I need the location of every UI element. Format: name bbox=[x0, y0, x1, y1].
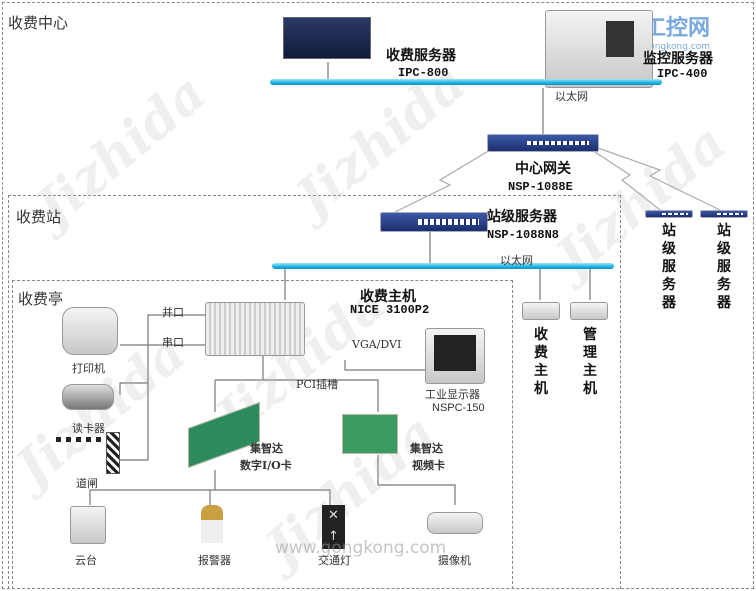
monitor-server-name: 监控服务器 bbox=[643, 51, 713, 67]
traffic-light-label: 交通灯 bbox=[318, 554, 351, 567]
station-server-model: NSP-1088N8 bbox=[487, 228, 560, 242]
zone-station bbox=[8, 195, 621, 589]
station-toll-host-image bbox=[522, 302, 560, 320]
station-mgmt-host-label: 管理主机 bbox=[583, 327, 597, 397]
booth-host-name: 收费主机 bbox=[360, 289, 416, 305]
card-reader-label: 读卡器 bbox=[72, 422, 105, 435]
display-image bbox=[425, 328, 485, 384]
traffic-light-image: ✕↑ bbox=[322, 505, 345, 549]
toll-server-name: 收费服务器 bbox=[386, 48, 456, 64]
station-mgmt-host-image bbox=[570, 302, 608, 320]
printer-image bbox=[62, 307, 118, 355]
booth-host-model: NICE 3100P2 bbox=[350, 303, 430, 317]
other-station-server-1-label: 站级服务器 bbox=[662, 223, 676, 311]
station-ethernet-label: 以太网 bbox=[500, 254, 533, 267]
center-ethernet-label: 以太网 bbox=[555, 90, 588, 103]
site-watermark: www.gongkong.com bbox=[275, 538, 447, 558]
gateway-name: 中心网关 bbox=[515, 161, 571, 177]
parallel-port-label: 并口 bbox=[162, 306, 184, 319]
other-station-server-2-image bbox=[700, 210, 748, 218]
station-ethernet-bus bbox=[272, 263, 614, 269]
monitor-server-model: IPC-400 bbox=[657, 67, 708, 81]
video-card-brand: 集智达 bbox=[410, 442, 443, 455]
booth-host-image bbox=[205, 302, 305, 356]
barrier-image bbox=[56, 437, 110, 442]
display-name: 工业显示器 bbox=[425, 388, 480, 401]
monitor-server-image bbox=[545, 10, 653, 88]
zone-station-label: 收费站 bbox=[16, 208, 62, 226]
pan-tilt-label: 云台 bbox=[75, 554, 97, 567]
gateway-image bbox=[487, 134, 599, 152]
serial-port-label: 串口 bbox=[162, 336, 184, 349]
center-ethernet-bus bbox=[270, 79, 662, 85]
camera-label: 摄像机 bbox=[438, 554, 471, 567]
card-reader-image bbox=[62, 384, 114, 410]
display-model: NSPC-150 bbox=[432, 402, 485, 414]
io-card-name: 数字I/O卡 bbox=[240, 459, 292, 472]
station-server-name: 站级服务器 bbox=[487, 209, 557, 225]
video-card-name: 视频卡 bbox=[412, 459, 445, 472]
station-server-image bbox=[380, 212, 488, 232]
other-station-server-1-image bbox=[645, 210, 693, 218]
barrier-post bbox=[106, 432, 120, 474]
pan-tilt-image bbox=[70, 506, 106, 544]
toll-server-model: IPC-800 bbox=[398, 66, 449, 80]
other-station-server-2-label: 站级服务器 bbox=[717, 223, 731, 311]
gateway-model: NSP-1088E bbox=[508, 180, 573, 194]
io-card-brand: 集智达 bbox=[250, 442, 283, 455]
camera-image bbox=[427, 512, 483, 534]
pci-slot-label: PCI插槽 bbox=[296, 378, 339, 391]
toll-server-image bbox=[283, 17, 371, 59]
alarm-image bbox=[201, 505, 223, 543]
video-card-image bbox=[342, 414, 398, 454]
barrier-label: 道闸 bbox=[76, 477, 98, 490]
vga-label: VGA/DVI bbox=[352, 338, 402, 351]
zone-booth-label: 收费亭 bbox=[18, 290, 64, 308]
station-toll-host-label: 收费主机 bbox=[534, 327, 548, 397]
zone-center-label: 收费中心 bbox=[8, 14, 69, 32]
alarm-label: 报警器 bbox=[198, 554, 231, 567]
printer-label: 打印机 bbox=[72, 362, 105, 375]
zone-booth bbox=[12, 280, 513, 589]
